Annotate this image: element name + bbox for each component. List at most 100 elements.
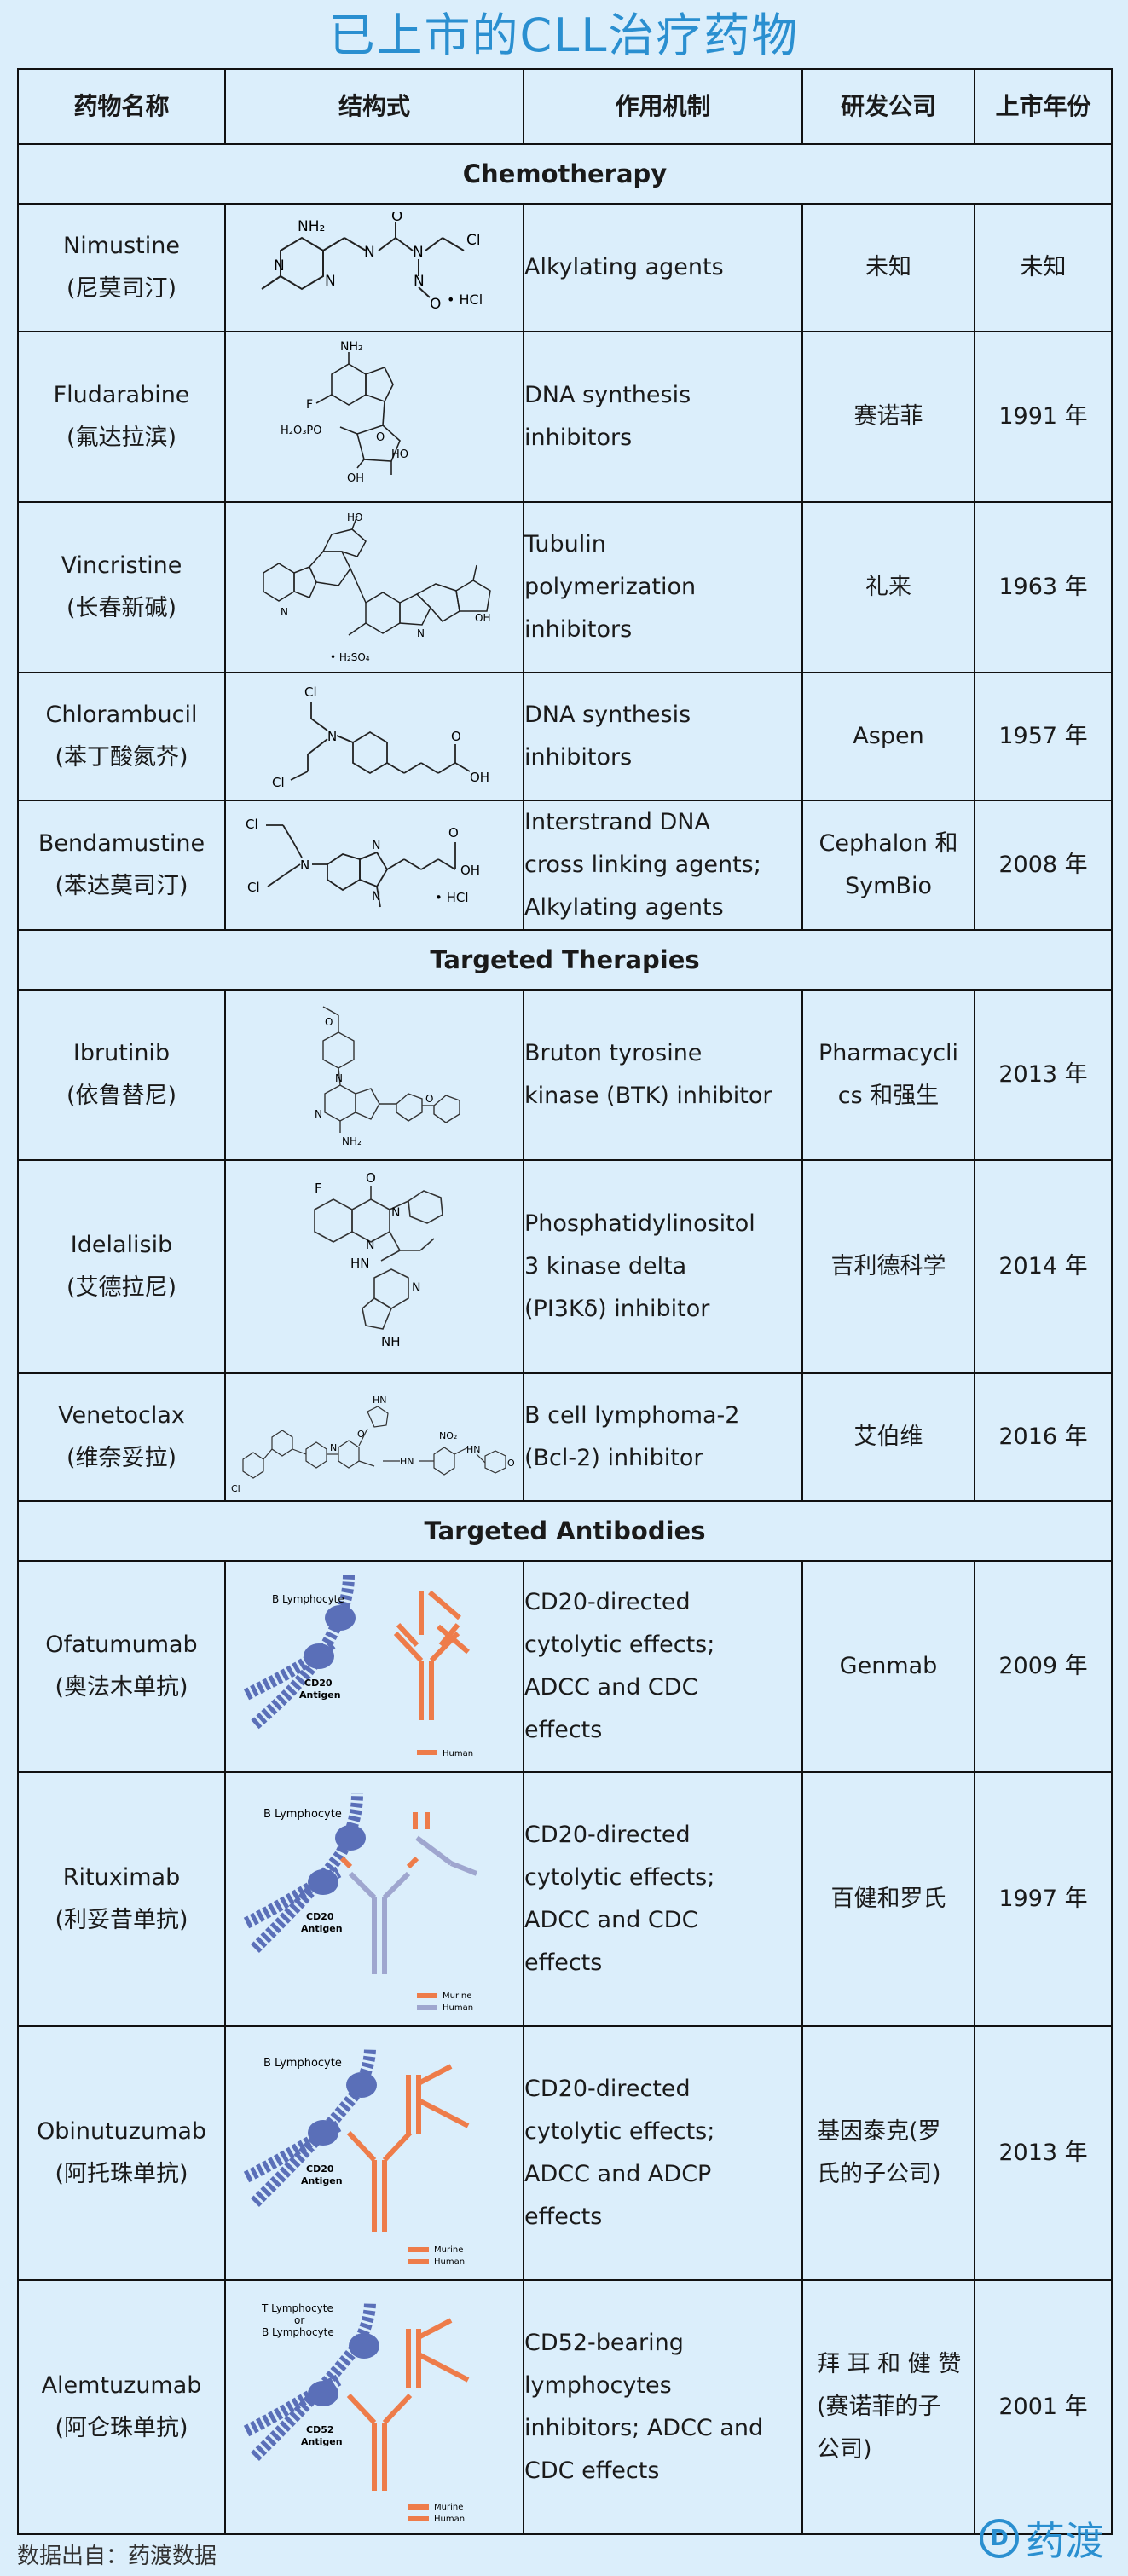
header-company: 研发公司 xyxy=(801,68,975,145)
table-row: Ibrutinib (依鲁替尼) O N xyxy=(17,989,1113,1161)
year-cell: 1997 年 xyxy=(974,1771,1113,2027)
structure-cell: Cl N Cl O OH xyxy=(224,672,524,801)
drug-name-en: Ofatumumab xyxy=(45,1632,198,1658)
table-row: Alemtuzumab (阿仑珠单抗) xyxy=(17,2279,1113,2535)
company-cell: 礼来 xyxy=(801,501,975,673)
label-n: N xyxy=(325,273,336,290)
drug-name-cn: (氟达拉滨) xyxy=(66,425,177,451)
label-cl: Cl xyxy=(231,1483,240,1494)
mechanism-cell: Alkylating agents xyxy=(523,203,803,332)
label-n: N xyxy=(372,839,380,852)
label-o: O xyxy=(325,1016,333,1028)
label-n: N xyxy=(274,257,285,274)
mechanism-line: 3 kinase delta xyxy=(524,1253,687,1279)
label-n: N xyxy=(412,1281,420,1295)
label-no2: NO₂ xyxy=(439,1430,457,1441)
vincristine-structure: HO OH N N • H₂SO₄ xyxy=(263,511,491,663)
drug-name-en: Ibrutinib xyxy=(72,1040,171,1066)
legend-human-swatch xyxy=(408,2515,429,2521)
label-cl: Cl xyxy=(246,817,258,832)
drug-name-en: Alemtuzumab xyxy=(41,2372,202,2399)
label-o: O xyxy=(451,729,461,744)
company-line: (赛诺菲的子 xyxy=(817,2394,941,2420)
table-row: Idelalisib (艾德拉尼) F O xyxy=(17,1159,1113,1374)
b-lymphocyte-cell-icon xyxy=(243,1793,366,1953)
label-o: O xyxy=(357,1429,365,1440)
drug-name-cn: (苯达莫司汀) xyxy=(55,873,188,899)
idelalisib-structure: F O N N HN N NH xyxy=(314,1170,443,1349)
company-cell: 艾伯维 xyxy=(801,1372,975,1502)
drug-name-cell: Nimustine (尼莫司汀) xyxy=(17,203,226,332)
label-f: F xyxy=(306,398,313,412)
company-cell: Aspen xyxy=(801,672,975,801)
bendamustine-structure: Cl N Cl N N O OH • HCl xyxy=(246,817,480,907)
drug-name-cn: (维奈妥拉) xyxy=(66,1445,177,1471)
drug-table: 药物名称 结构式 作用机制 研发公司 上市年份 Chemotherapy Nim… xyxy=(17,68,1113,2535)
drug-name-cell: Chlorambucil (苯丁酸氮芥) xyxy=(17,672,226,801)
company-line: 百健和罗氏 xyxy=(830,1886,946,1912)
mechanism-cell: CD20-directed cytolytic effects; ADCC an… xyxy=(523,1771,803,2027)
header-mechanism: 作用机制 xyxy=(523,68,803,145)
mechanism-line: ADCC and CDC xyxy=(524,1674,698,1701)
ofatumumab-diagram: B Lymphocyte CD20 Antigen Human xyxy=(243,1574,473,1759)
company-cell: 基因泰克(罗 氏的子公司) xyxy=(801,2025,975,2281)
section-row: Targeted Therapies xyxy=(17,929,1113,991)
mechanism-cell: DNA synthesis inhibitors xyxy=(523,672,803,801)
table-row: Chlorambucil (苯丁酸氮芥) xyxy=(17,672,1113,801)
legend-murine-swatch xyxy=(408,2246,429,2252)
drug-name-cn: (尼莫司汀) xyxy=(66,275,177,302)
table-row: Nimustine (尼莫司汀) NH₂ N xyxy=(17,203,1113,332)
mechanism-line: CD20-directed xyxy=(524,2076,691,2102)
label-oh: OH xyxy=(460,863,480,878)
label-cl: Cl xyxy=(304,684,317,700)
header-structure: 结构式 xyxy=(224,68,524,145)
mechanism-cell: CD20-directed cytolytic effects; ADCC an… xyxy=(523,1560,803,1773)
mechanism-line: (PI3Kδ) inhibitor xyxy=(524,1296,710,1322)
mechanism-line: Tubulin xyxy=(524,531,606,557)
label-n: N xyxy=(281,606,288,618)
company-line: Cephalon 和 xyxy=(819,830,958,857)
year-cell: 2013 年 xyxy=(974,989,1113,1161)
company-cell: Genmab xyxy=(801,1560,975,1773)
label-or: or xyxy=(294,2314,304,2326)
section-targeted-therapies: Targeted Therapies xyxy=(17,929,1113,991)
label-hcl: • HCl xyxy=(435,890,469,905)
page-title: 已上市的CLL治疗药物 xyxy=(328,9,800,62)
label-hcl: • HCl xyxy=(447,292,483,308)
mechanism-line: ADCC and CDC xyxy=(524,1907,698,1933)
label-cd20: CD20 xyxy=(304,1678,333,1689)
drug-name-en: Chlorambucil xyxy=(45,702,198,728)
drug-name-cell: Alemtuzumab (阿仑珠单抗) xyxy=(17,2279,226,2535)
year-cell: 1963 年 xyxy=(974,501,1113,673)
table-row: Vincristine (长春新碱) xyxy=(17,501,1113,673)
mechanism-line: inhibitors xyxy=(524,425,633,451)
table-row: Ofatumumab (奥法木单抗) xyxy=(17,1560,1113,1773)
company-line: 艾伯维 xyxy=(853,1424,923,1450)
drug-name-en: Idelalisib xyxy=(70,1232,173,1258)
mechanism-line: Interstrand DNA xyxy=(524,809,710,835)
drug-name-cn: (阿仑珠单抗) xyxy=(55,2415,188,2441)
structure-cell: Cl N O HN HN NO₂ HN O xyxy=(224,1372,524,1502)
legend-murine: Murine xyxy=(434,2503,463,2512)
mechanism-line: cytolytic effects; xyxy=(524,1864,715,1891)
mechanism-line: CD52-bearing xyxy=(524,2330,684,2356)
b-lymphocyte-cell-icon xyxy=(243,1574,356,1729)
mechanism-cell: CD52-bearing lymphocytes inhibitors; ADC… xyxy=(523,2279,803,2535)
label-o: O xyxy=(366,1170,376,1186)
label-o: O xyxy=(507,1458,515,1469)
label-t-lymphocyte: T Lymphocyte xyxy=(261,2302,333,2314)
company-line: 礼来 xyxy=(865,574,911,600)
drug-name-en: Venetoclax xyxy=(58,1402,185,1429)
label-b-lymphocyte: B Lymphocyte xyxy=(272,1593,344,1605)
year-cell: 2016 年 xyxy=(974,1372,1113,1502)
venetoclax-structure: Cl N O HN HN NO₂ HN O xyxy=(231,1395,515,1494)
label-oh: OH xyxy=(470,770,489,785)
label-nh2: NH₂ xyxy=(340,340,363,354)
nimustine-structure: NH₂ N N N O N N O Cl • HCl xyxy=(261,212,483,313)
company-cell: 赛诺菲 xyxy=(801,331,975,503)
logo-text: 药渡 xyxy=(1026,2518,1104,2564)
mechanism-line: (Bcl-2) inhibitor xyxy=(524,1445,703,1471)
year-cell: 2009 年 xyxy=(974,1560,1113,1773)
label-n: N xyxy=(417,627,425,639)
mechanism-line: effects xyxy=(524,2203,603,2230)
